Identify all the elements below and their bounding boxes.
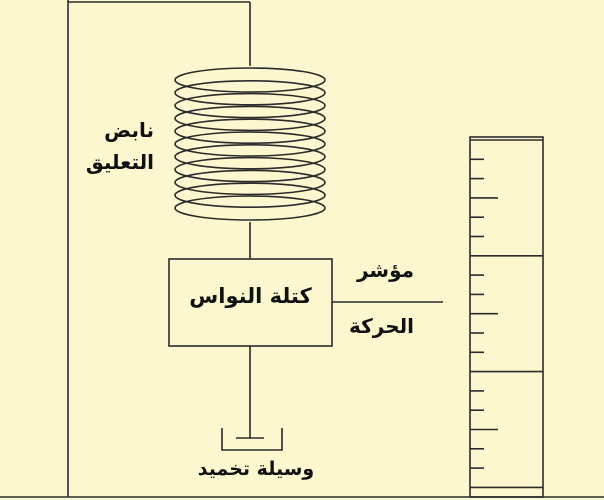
spring-turn [174, 105, 326, 132]
spring-turn [174, 144, 326, 170]
spring-turn [174, 182, 326, 208]
spring-turn [174, 92, 326, 119]
damping-cup [221, 428, 283, 451]
measuring-scale [469, 136, 544, 498]
spring-turn [174, 156, 326, 183]
spring-turn [174, 80, 326, 106]
spring-label-line1: نابض [104, 118, 154, 142]
spring-turn [174, 67, 326, 93]
pointer-label-line2: الحركة [349, 314, 414, 338]
scale-ticks [470, 139, 543, 489]
mass-label: كتلة النواس [189, 284, 312, 308]
spring-turn [174, 169, 326, 196]
damper-label: وسيلة تخميد [197, 458, 315, 480]
spring-turn [174, 195, 326, 221]
spring-label: نابض التعليق [86, 114, 154, 178]
spring-label-line2: التعليق [85, 150, 154, 174]
spring-turn [174, 118, 326, 144]
pointer-label-line1: مؤشر [356, 258, 414, 282]
suspension-spring [174, 67, 326, 221]
spring-turn [174, 131, 326, 157]
